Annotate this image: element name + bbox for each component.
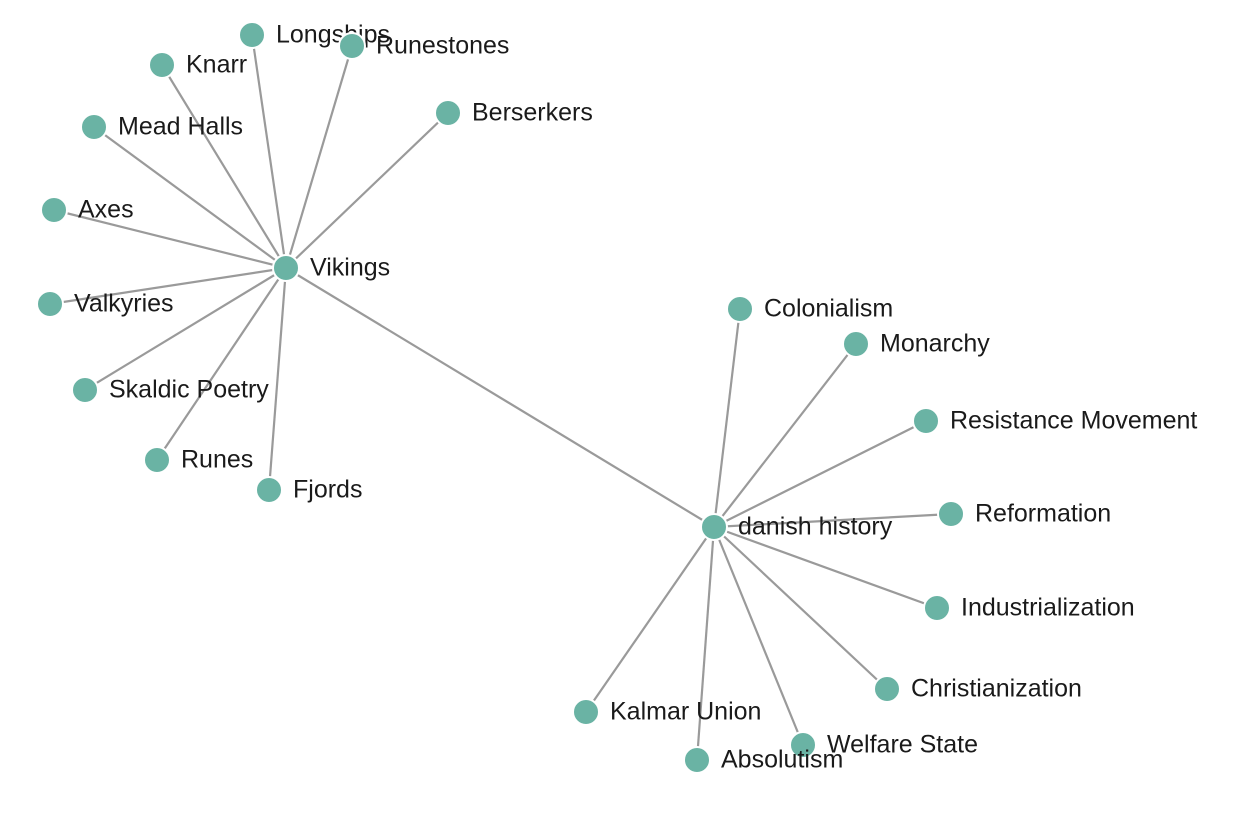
edge-danish-history-kalmar-union — [585, 526, 715, 713]
node-label-danish-history: danish history — [738, 513, 893, 541]
node-circle-industrialization[interactable] — [923, 594, 951, 622]
node-christianization[interactable]: Christianization — [873, 675, 1082, 703]
node-circle-reformation[interactable] — [937, 500, 965, 528]
node-circle-colonialism[interactable] — [726, 295, 754, 323]
node-reformation[interactable]: Reformation — [937, 500, 1111, 528]
node-circle-christianization[interactable] — [873, 675, 901, 703]
node-circle-kalmar-union[interactable] — [572, 698, 600, 726]
node-label-industrialization: Industrialization — [961, 594, 1135, 622]
node-circle-longships[interactable] — [238, 21, 266, 49]
node-knarr[interactable]: Knarr — [148, 51, 247, 79]
edge-vikings-mead-halls — [93, 126, 287, 269]
node-label-christianization: Christianization — [911, 675, 1082, 703]
edge-danish-history-resistance-movement — [713, 420, 927, 528]
node-circle-absolutism[interactable] — [683, 746, 711, 774]
edge-vikings-fjords — [267, 267, 288, 491]
edge-danish-history-absolutism — [695, 526, 716, 761]
node-danish-history[interactable]: danish history — [700, 513, 893, 541]
node-circle-knarr[interactable] — [148, 51, 176, 79]
node-label-valkyries: Valkyries — [74, 290, 174, 318]
node-industrialization[interactable]: Industrialization — [923, 594, 1135, 622]
node-circle-runestones[interactable] — [338, 32, 366, 60]
edge-danish-history-colonialism — [712, 308, 742, 528]
edge-danish-history-reformation — [713, 512, 952, 529]
node-skaldic-poetry[interactable]: Skaldic Poetry — [71, 376, 269, 404]
node-circle-monarchy[interactable] — [842, 330, 870, 358]
node-resistance-movement[interactable]: Resistance Movement — [912, 407, 1197, 435]
node-label-fjords: Fjords — [293, 476, 362, 504]
node-circle-vikings[interactable] — [272, 254, 300, 282]
node-label-skaldic-poetry: Skaldic Poetry — [109, 376, 269, 404]
node-circle-danish-history[interactable] — [700, 513, 728, 541]
node-label-axes: Axes — [78, 196, 134, 224]
edges-layer — [49, 34, 952, 761]
node-runestones[interactable]: Runestones — [338, 32, 509, 60]
node-label-absolutism: Absolutism — [721, 746, 843, 774]
node-berserkers[interactable]: Berserkers — [434, 99, 593, 127]
node-circle-skaldic-poetry[interactable] — [71, 376, 99, 404]
nodes-layer: danish history Vikings LongshipsRunestones… — [36, 21, 1197, 774]
edge-vikings-knarr — [161, 64, 287, 269]
node-colonialism[interactable]: Colonialism — [726, 295, 893, 323]
node-runes[interactable]: Runes — [143, 446, 253, 474]
edge-danish-history-vikings — [285, 267, 715, 528]
node-label-mead-halls: Mead Halls — [118, 113, 243, 141]
edge-vikings-axes — [53, 208, 287, 270]
node-label-longships: Longships — [276, 21, 390, 49]
node-circle-valkyries[interactable] — [36, 290, 64, 318]
node-circle-welfare-state[interactable] — [789, 731, 817, 759]
node-circle-resistance-movement[interactable] — [912, 407, 940, 435]
edge-vikings-longships — [250, 34, 288, 269]
node-label-welfare-state: Welfare State — [827, 731, 978, 759]
edge-vikings-runestones — [284, 45, 354, 269]
edge-vikings-valkyries — [49, 266, 287, 306]
node-label-knarr: Knarr — [186, 51, 247, 79]
edge-danish-history-monarchy — [713, 343, 857, 528]
node-label-resistance-movement: Resistance Movement — [950, 407, 1197, 435]
node-longships[interactable]: Longships — [238, 21, 390, 49]
node-label-runestones: Runestones — [376, 32, 509, 60]
node-valkyries[interactable]: Valkyries — [36, 290, 174, 318]
node-vikings[interactable]: Vikings — [272, 254, 390, 282]
node-label-vikings: Vikings — [310, 254, 390, 282]
node-label-runes: Runes — [181, 446, 253, 474]
node-label-kalmar-union: Kalmar Union — [610, 698, 761, 726]
node-circle-fjords[interactable] — [255, 476, 283, 504]
node-monarchy[interactable]: Monarchy — [842, 330, 990, 358]
node-axes[interactable]: Axes — [40, 196, 134, 224]
node-kalmar-union[interactable]: Kalmar Union — [572, 698, 761, 726]
node-mead-halls[interactable]: Mead Halls — [80, 113, 243, 141]
edge-vikings-runes — [156, 267, 287, 461]
node-label-berserkers: Berserkers — [472, 99, 593, 127]
edge-vikings-skaldic-poetry — [84, 267, 287, 391]
node-label-colonialism: Colonialism — [764, 295, 893, 323]
edge-danish-history-industrialization — [713, 525, 938, 610]
node-circle-mead-halls[interactable] — [80, 113, 108, 141]
node-circle-runes[interactable] — [143, 446, 171, 474]
node-circle-berserkers[interactable] — [434, 99, 462, 127]
node-absolutism[interactable]: Absolutism — [683, 746, 843, 774]
edge-vikings-berserkers — [285, 112, 449, 269]
edge-danish-history-christianization — [713, 526, 888, 690]
node-fjords[interactable]: Fjords — [255, 476, 362, 504]
node-welfare-state[interactable]: Welfare State — [789, 731, 978, 759]
node-label-reformation: Reformation — [975, 500, 1111, 528]
edge-danish-history-welfare-state — [712, 526, 805, 746]
node-circle-axes[interactable] — [40, 196, 68, 224]
node-label-monarchy: Monarchy — [880, 330, 990, 358]
